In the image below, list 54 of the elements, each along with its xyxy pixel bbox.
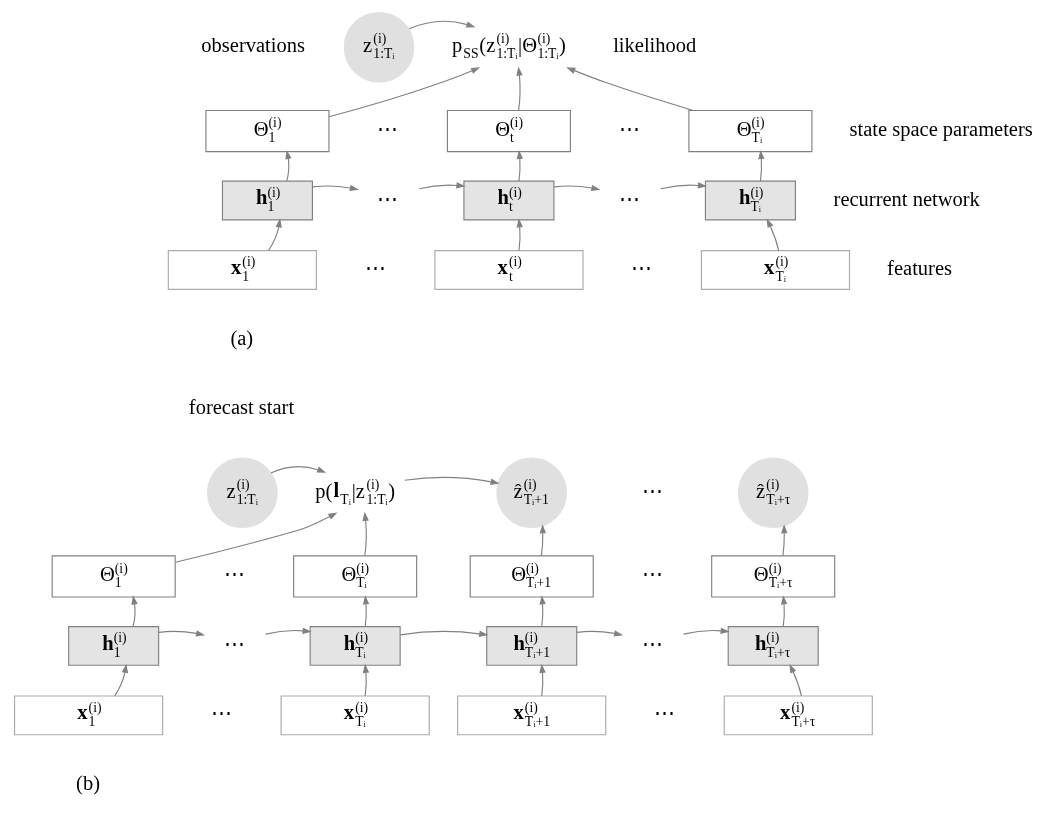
node-text: ⋯ [223, 632, 245, 655]
arrow [418, 182, 465, 190]
arrow [399, 630, 488, 637]
arrow [682, 627, 730, 635]
label: features [886, 257, 952, 280]
label: ⋯ [641, 563, 663, 586]
arrow [157, 630, 205, 637]
arrow [516, 149, 523, 182]
arrow [516, 218, 523, 252]
node-text: ⋯ [376, 187, 398, 210]
arrow [780, 595, 787, 628]
arrow [264, 627, 312, 635]
label: ⋯ [364, 257, 386, 280]
node-text: ⋯ [641, 632, 663, 655]
arrow [362, 595, 369, 628]
arrow [538, 595, 546, 628]
label: ⋯ [630, 257, 652, 280]
arrow [267, 218, 282, 252]
label: (b) [75, 771, 100, 794]
arrow [553, 184, 600, 192]
label: state space parameters [849, 118, 1033, 141]
arrow [327, 67, 480, 118]
label: forecast start [188, 396, 294, 419]
label: ⋯ [376, 118, 398, 141]
label: recurrent network [833, 187, 980, 210]
arrow [403, 476, 500, 485]
label: ⋯ [653, 702, 675, 725]
arrow [575, 630, 623, 637]
arrow [311, 184, 359, 192]
node-text: ⋯ [618, 187, 640, 210]
arrow [766, 218, 779, 252]
arrow [362, 511, 369, 557]
label: ⋯ [618, 118, 640, 141]
arrow [539, 524, 546, 557]
arrow [538, 663, 546, 697]
arrow [565, 67, 694, 112]
arrow [113, 663, 128, 697]
arrow [788, 663, 802, 697]
label: ⋯ [210, 702, 232, 725]
arrow [659, 182, 707, 190]
arrow [284, 149, 292, 182]
arrow [174, 512, 337, 563]
arrow [757, 149, 764, 182]
label: observations [200, 34, 305, 57]
arrow [780, 524, 787, 557]
arrow [269, 466, 326, 474]
label: ⋯ [223, 563, 245, 586]
arrow [131, 595, 138, 628]
label: likelihood [612, 34, 696, 57]
arrow [407, 20, 475, 30]
arrow [362, 663, 369, 697]
label: ⋯ [641, 479, 663, 502]
label: (a) [229, 326, 253, 349]
arrow [515, 66, 523, 111]
